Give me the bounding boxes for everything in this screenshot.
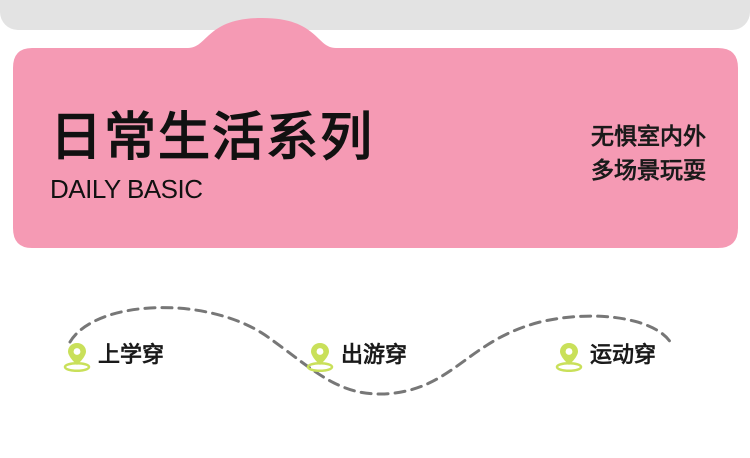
scene-item-travel: 出游穿	[305, 340, 407, 372]
top-section-divider	[0, 0, 750, 30]
scene-label: 上学穿	[98, 343, 165, 368]
tagline-line: 无惧室内外	[591, 124, 706, 150]
dashed-route-path	[68, 306, 674, 396]
location-pin-icon	[555, 343, 583, 372]
page-subtitle: DAILY BASIC	[50, 174, 203, 204]
banner-background	[13, 18, 738, 248]
location-pin-icon	[63, 343, 91, 372]
page-title: 日常生活系列	[50, 108, 375, 168]
tagline-line: 多场景玩耍	[591, 158, 706, 184]
tagline: 无惧室内外 多场景玩耍	[591, 120, 706, 188]
scene-label: 出游穿	[341, 343, 408, 368]
location-pin-icon	[306, 343, 334, 372]
scene-item-school: 上学穿	[62, 340, 164, 372]
scene-label: 运动穿	[590, 343, 657, 368]
scene-item-sport: 运动穿	[554, 340, 656, 372]
